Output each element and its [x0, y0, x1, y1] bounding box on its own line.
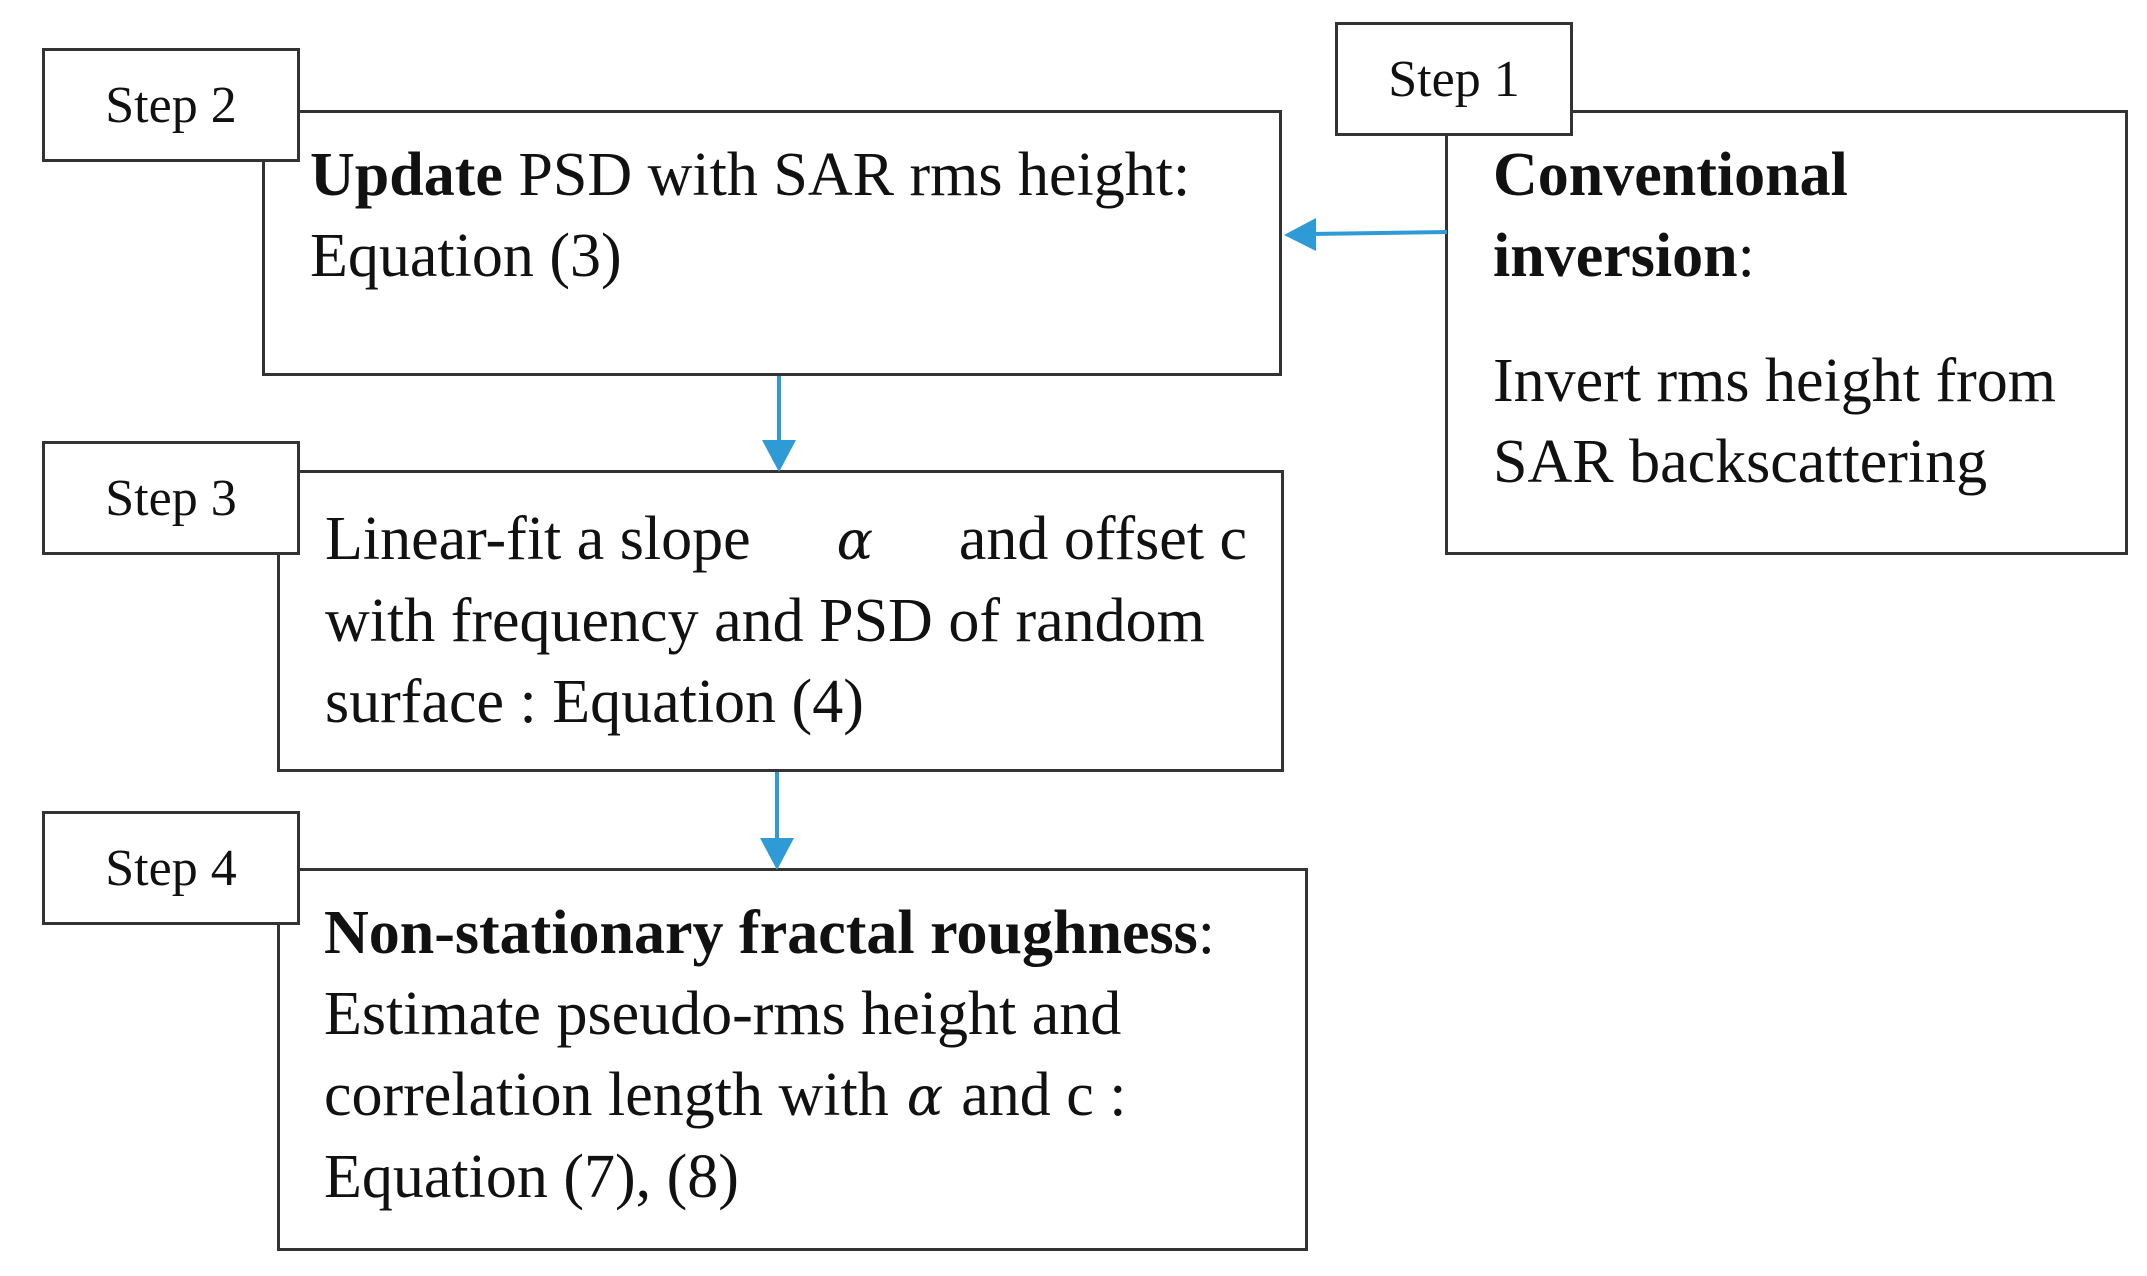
step1-title-bold1: Conventional: [1493, 141, 1848, 209]
step3-line2: with frequency and PSD of random: [325, 587, 1205, 655]
arrowhead-step3: [762, 440, 796, 472]
step4-line2: Estimate pseudo-rms height and: [324, 980, 1122, 1048]
step4-line3-b: and c :: [961, 1061, 1127, 1129]
step2-box: Update PSD with SAR rms height: Equation…: [262, 110, 1282, 376]
step2-line1-rest: PSD with SAR rms height:: [502, 141, 1191, 209]
step4-line3: correlation length with α and c :: [324, 1055, 1215, 1137]
step4-line4: Equation (7), (8): [324, 1143, 739, 1211]
step4-line1: Non-stationary fractal roughness:: [324, 893, 1215, 974]
arrowhead-step2: [1284, 218, 1316, 251]
step1-body-line2: SAR backscattering: [1493, 428, 1988, 496]
step3-line1-a: Linear-fit a slope: [325, 505, 751, 573]
step1-title-bold2: inversion: [1493, 222, 1738, 290]
step4-colon: :: [1197, 899, 1215, 967]
step1-body-line1: Invert rms height from: [1493, 347, 2057, 415]
step3-line1: Linear-fit a slope α and offset c: [325, 499, 1247, 581]
step4-bold: Non-stationary fractal roughness: [324, 899, 1198, 967]
alpha-symbol: α: [836, 509, 874, 572]
step4-line3-a: correlation length with: [324, 1061, 889, 1129]
step3-line3: surface : Equation (4): [325, 668, 864, 736]
step1-title-colon: :: [1737, 222, 1755, 290]
step1-text: Conventional inversion: Invert rms heigh…: [1493, 135, 2056, 503]
step4-tag: Step 4: [42, 811, 300, 925]
step4-text: Non-stationary fractal roughness: Estima…: [324, 893, 1215, 1218]
step3-tag: Step 3: [42, 441, 300, 555]
arrowhead-step4: [760, 838, 794, 870]
alpha-symbol: α: [906, 1065, 944, 1128]
step4-box: Non-stationary fractal roughness: Estima…: [277, 868, 1308, 1251]
step2-bold: Update: [310, 141, 503, 209]
step1-tag: Step 1: [1335, 22, 1573, 136]
step2-text: Update PSD with SAR rms height: Equation…: [310, 135, 1190, 297]
arrow-step1-to-step2: [1309, 230, 1448, 236]
step3-box: Linear-fit a slope α and offset c with fre…: [277, 470, 1284, 772]
step2-tag: Step 2: [42, 48, 300, 162]
step1-title-line1: Conventional: [1493, 135, 2056, 216]
step3-line1-b: and offset c: [958, 505, 1247, 573]
step2-line1: Update PSD with SAR rms height:: [310, 135, 1190, 216]
step1-box: Conventional inversion: Invert rms heigh…: [1445, 110, 2128, 555]
step3-text: Linear-fit a slope α and offset c with fre…: [325, 499, 1247, 743]
step2-line2: Equation (3): [310, 222, 622, 290]
step1-title-line2: inversion:: [1493, 216, 2056, 297]
